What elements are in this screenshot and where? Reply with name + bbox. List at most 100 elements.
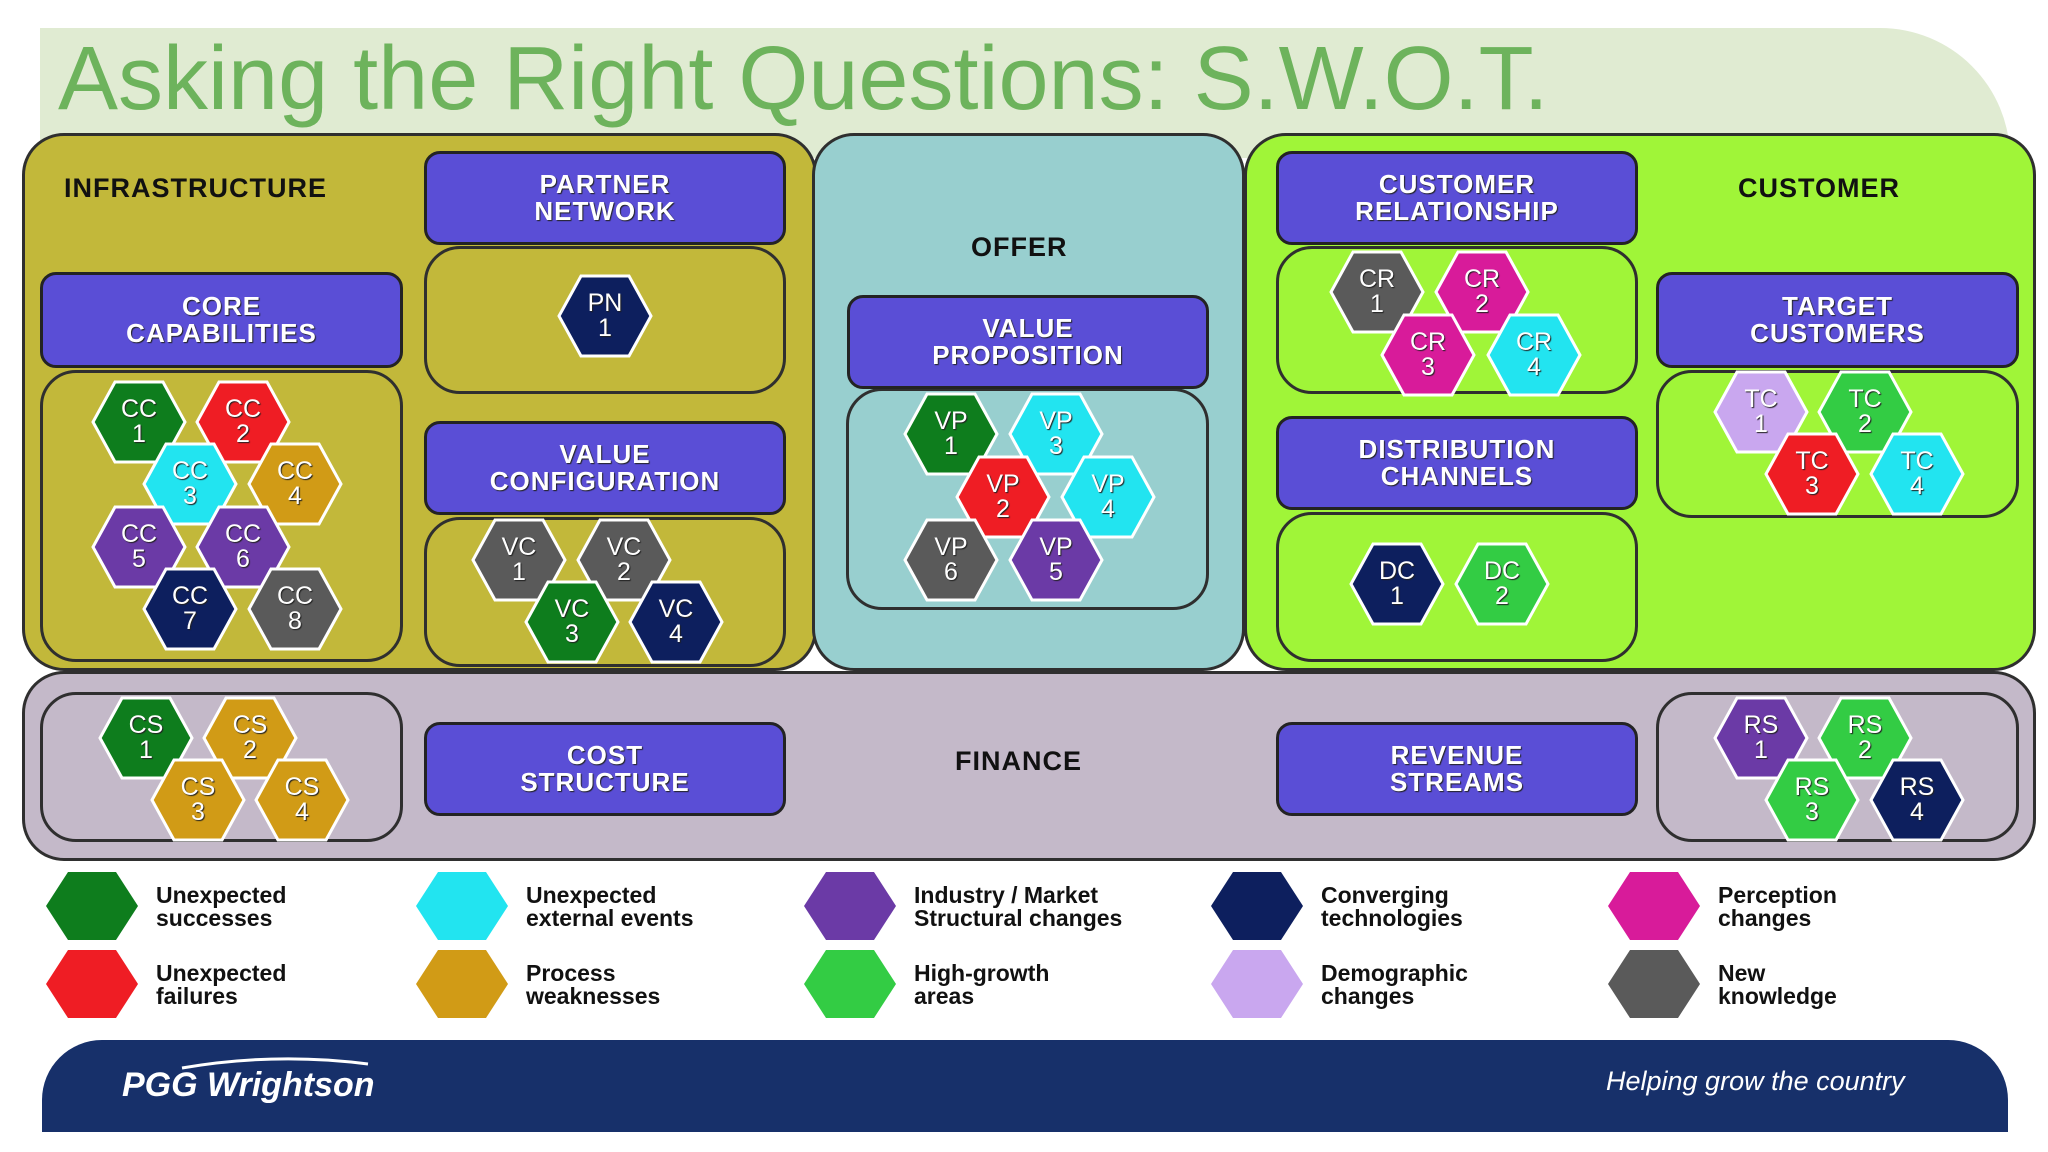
legend-line: High-growth [914, 960, 1050, 986]
revenue-streams-block: REVENUE STREAMS [1276, 722, 1638, 816]
partner-network-block: PARTNER NETWORK [424, 151, 786, 245]
hex-number: 4 [288, 482, 302, 510]
hex-code: CR [1358, 265, 1396, 293]
hex-number: 6 [944, 558, 958, 586]
hex-number: 4 [295, 798, 309, 826]
hex-code: TC [1900, 447, 1934, 475]
hex-code: CC [224, 520, 262, 548]
hex-code: VC [501, 533, 537, 561]
value-configuration-block: VALUE CONFIGURATION [424, 421, 786, 515]
hex-code: CC [120, 395, 158, 423]
legend-line: Industry / Market [914, 882, 1099, 908]
hex-code: RS [1899, 773, 1935, 801]
hex-code: VP [934, 407, 968, 435]
value-proposition-block: VALUE PROPOSITION [847, 295, 1209, 389]
hex-number: 2 [996, 495, 1010, 523]
block-line: CUSTOMERS [1750, 318, 1925, 348]
hex-code: CS [128, 711, 164, 739]
hex-code: CC [224, 395, 262, 423]
hex-number: 3 [1049, 432, 1063, 460]
hex-code: CC [120, 520, 158, 548]
offer-label: OFFER [971, 232, 1068, 262]
legend-line: Unexpected [156, 960, 287, 986]
legend-swatch-dark-green-icon [46, 872, 138, 940]
hex-number: 4 [1101, 495, 1115, 523]
hex-number: 3 [1805, 798, 1819, 826]
block-line: DISTRIBUTION [1358, 433, 1556, 464]
hex-code: CC [171, 457, 209, 485]
hex-code: TC [1795, 447, 1829, 475]
hex-code: DC [1483, 557, 1521, 585]
legend-swatch-navy-icon [1211, 872, 1303, 940]
legend-swatch-red-icon [46, 950, 138, 1018]
hex-code: CR [1515, 328, 1553, 356]
hex-number: 2 [236, 420, 250, 448]
hex-number: 3 [565, 620, 579, 648]
block-line: STREAMS [1389, 767, 1525, 797]
hex-code: CS [284, 773, 320, 801]
block-line: STRUCTURE [520, 767, 690, 797]
legend-swatch-lavender-icon [1211, 950, 1303, 1018]
hex-number: 3 [1805, 472, 1819, 500]
legend-line: Process [526, 960, 616, 986]
partner-network-container [424, 246, 786, 394]
legend-swatch-magenta-icon [1608, 872, 1700, 940]
legend-swatch-purple-icon [804, 872, 896, 940]
hex-number: 2 [1858, 736, 1872, 764]
hex-code: RS [1847, 711, 1883, 739]
legend-line: changes [1321, 983, 1415, 1009]
legend-swatch-gold-icon [416, 950, 508, 1018]
core-capabilities-container [40, 370, 403, 662]
hex-number: 1 [1370, 290, 1384, 318]
block-line: RELATIONSHIP [1355, 196, 1559, 226]
legend-line: Perception [1718, 882, 1837, 908]
hex-code: TC [1744, 385, 1778, 413]
block-line: CONFIGURATION [489, 466, 721, 496]
finance-region [22, 671, 2036, 861]
hex-number: 2 [1495, 582, 1509, 610]
block-line: VALUE [982, 312, 1074, 343]
block-line: NETWORK [534, 196, 676, 226]
legend-line: technologies [1321, 905, 1463, 931]
block-line: REVENUE [1390, 739, 1524, 770]
block-line: COST [566, 739, 644, 770]
hex-code: CS [180, 773, 216, 801]
block-line: VALUE [559, 438, 651, 469]
legend-line: Converging [1321, 882, 1449, 908]
legend-line: New [1718, 960, 1766, 986]
revenue-hex-container [1656, 692, 2019, 842]
hex-number: 3 [1421, 353, 1435, 381]
footer-tagline: Helping grow the country [1606, 1066, 1905, 1096]
hex-number: 1 [1754, 410, 1768, 438]
hex-number: 4 [1910, 798, 1924, 826]
hex-number: 1 [1390, 582, 1404, 610]
legend-line: knowledge [1718, 983, 1837, 1009]
hex-code: CC [171, 582, 209, 610]
legend-line: Structural changes [914, 905, 1123, 931]
hex-code: CR [1463, 265, 1501, 293]
hex-code: CS [232, 711, 268, 739]
